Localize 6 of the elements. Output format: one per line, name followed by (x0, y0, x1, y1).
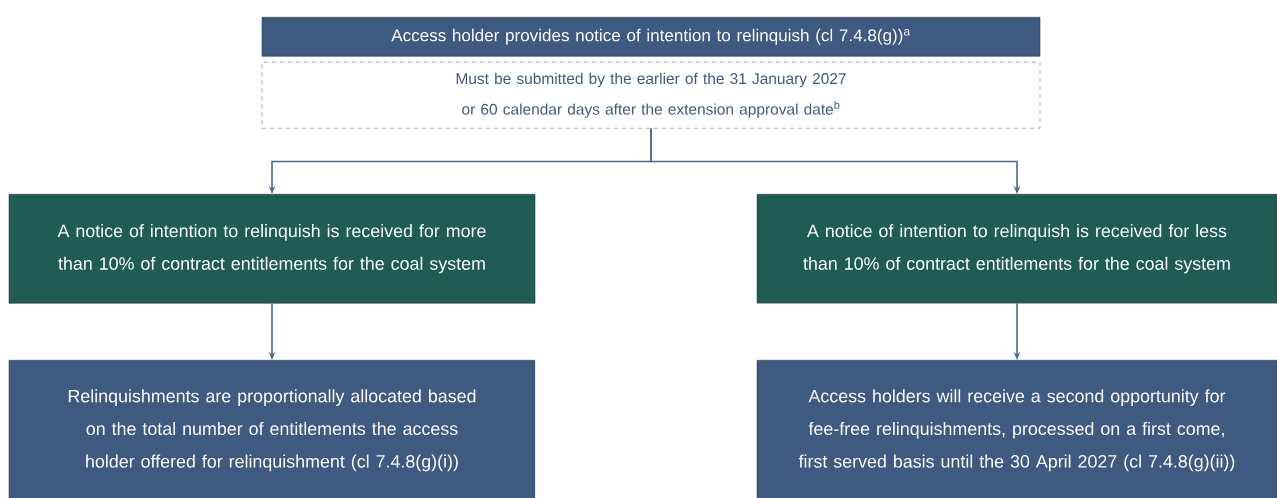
note-box: Must be submitted by the earlier of the 31 January 2027 or 60 calendar days after the extension approval date$^{b}$ (261, 62, 1041, 129)
outcome-box: Access holders will receive a second opportunity for fee-free relinquishments, processed on a first come, first served basis until the 30 April 2027 (cl 7.4.8(g)(ii)) (756, 360, 1277, 498)
condition-box: A notice of intention to relinquish is received for less than 10% of contract entitlements for the coal system (756, 194, 1277, 304)
header-box: Access holder provides notice of intention to relinquish (cl 7.4.8(g))$^{a}$ (261, 17, 1041, 57)
condition-box: A notice of intention to relinquish is received for more than 10% of contract entitlements for the coal system (8, 194, 536, 304)
outcome-box: Relinquishments are proportionally allocated based on the total number of entitlements the access holder offered for relinquishment (cl 7.4.8(g)(i)) (8, 360, 536, 498)
